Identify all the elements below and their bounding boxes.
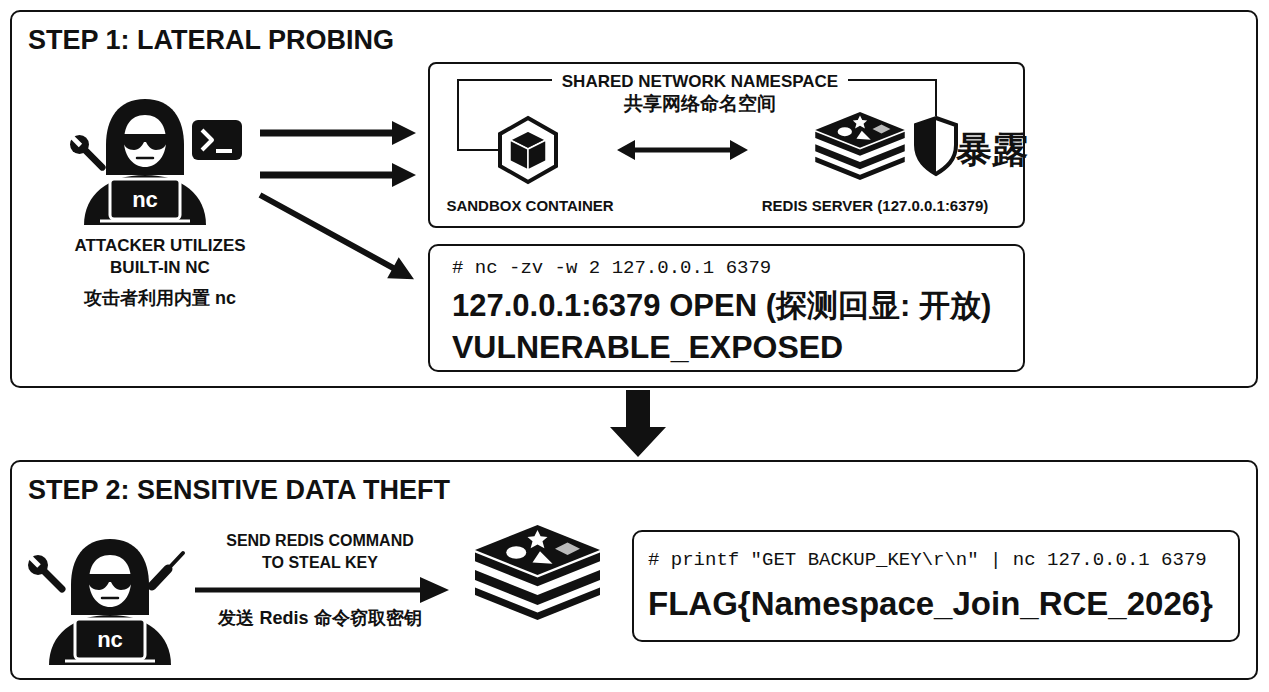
flow-arrow bbox=[610, 390, 666, 457]
redis-icon bbox=[475, 525, 600, 620]
terminal-output: # printf "GET BACKUP_KEY\r\n" | nc 127.0… bbox=[632, 530, 1240, 642]
shield-icon bbox=[916, 118, 956, 174]
laptop-label: nc bbox=[115, 188, 175, 212]
terminal-icon-prompt bbox=[202, 130, 212, 150]
exposure-tag: 暴露 bbox=[956, 130, 1046, 170]
screwdriver-icon bbox=[152, 553, 183, 586]
attacker-figure: ncATTACKER UTILIZES BUILT-IN NC攻击者利用内置 n… bbox=[60, 95, 260, 310]
screwdriver-handle bbox=[152, 569, 168, 586]
wrench-icon bbox=[70, 135, 102, 167]
flow-arrow bbox=[260, 121, 416, 145]
laptop-label: nc bbox=[80, 628, 140, 652]
flow-arrow bbox=[259, 192, 414, 279]
probe-result: 127.0.0.1:6379 OPEN (探测回显: 开放) bbox=[452, 288, 1022, 324]
panel-title: STEP 1: LATERAL PROBING bbox=[28, 24, 628, 56]
attacker-caption-zh: 攻击者利用内置 nc bbox=[40, 287, 280, 309]
namespace-title: SHARED NETWORK NAMESPACE bbox=[550, 72, 850, 92]
terminal-icon-body bbox=[192, 120, 242, 160]
container-icon bbox=[500, 118, 556, 182]
status-text: VULNERABLE_EXPOSED bbox=[452, 328, 1022, 366]
flow-arrow bbox=[260, 163, 416, 187]
flag-text: FLAG{Namespace_Join_RCE_2026} bbox=[648, 584, 1238, 624]
attacker-figure: nc bbox=[45, 535, 175, 665]
terminal-icon bbox=[192, 120, 242, 160]
node-label: REDIS SERVER (127.0.0.1:6379) bbox=[750, 196, 1000, 216]
step-panel: STEP 2: SENSITIVE DATA THEFT nc # printf "… bbox=[10, 460, 1258, 680]
container-hexagon bbox=[500, 118, 556, 182]
shield-outline bbox=[916, 118, 956, 174]
step-panel: STEP 1: LATERAL PROBING ncATTACKER UTILIZ… bbox=[10, 10, 1258, 388]
node-label: SANDBOX CONTAINER bbox=[445, 196, 615, 216]
command-arrow bbox=[195, 577, 449, 603]
namespace-bracket bbox=[848, 80, 936, 116]
namespace-title-zh: 共享网络命名空间 bbox=[550, 93, 850, 115]
attacker-caption: ATTACKER UTILIZES BUILT-IN NC bbox=[60, 235, 260, 279]
wrench-icon bbox=[28, 555, 62, 589]
command-line: # nc -zv -w 2 127.0.0.1 6379 bbox=[452, 256, 1012, 280]
shield-half bbox=[916, 118, 936, 174]
hacker-figure bbox=[49, 539, 171, 665]
arrow-caption-zh: 发送 Redis 命令窃取密钥 bbox=[190, 606, 450, 630]
terminal-icon-cursor bbox=[216, 149, 232, 153]
command-line: # printf "GET BACKUP_KEY\r\n" | nc 127.0… bbox=[648, 548, 1228, 572]
terminal-output: # nc -zv -w 2 127.0.0.1 6379 127.0.0.1:63… bbox=[428, 244, 1025, 372]
flow-arrow bbox=[617, 140, 748, 160]
panel-title: STEP 2: SENSITIVE DATA THEFT bbox=[28, 474, 628, 506]
container-node: SANDBOX CONTAINER bbox=[445, 112, 615, 222]
redis-icon bbox=[815, 112, 904, 180]
cube-face bbox=[510, 140, 528, 170]
hacker-figure bbox=[84, 99, 206, 225]
arrow-caption: SEND REDIS COMMAND TO STEAL KEY bbox=[220, 530, 420, 574]
cube-face bbox=[528, 140, 546, 170]
namespace-box: SHARED NETWORK NAMESPACE共享网络命名空间 SANDBOX … bbox=[428, 62, 1025, 228]
